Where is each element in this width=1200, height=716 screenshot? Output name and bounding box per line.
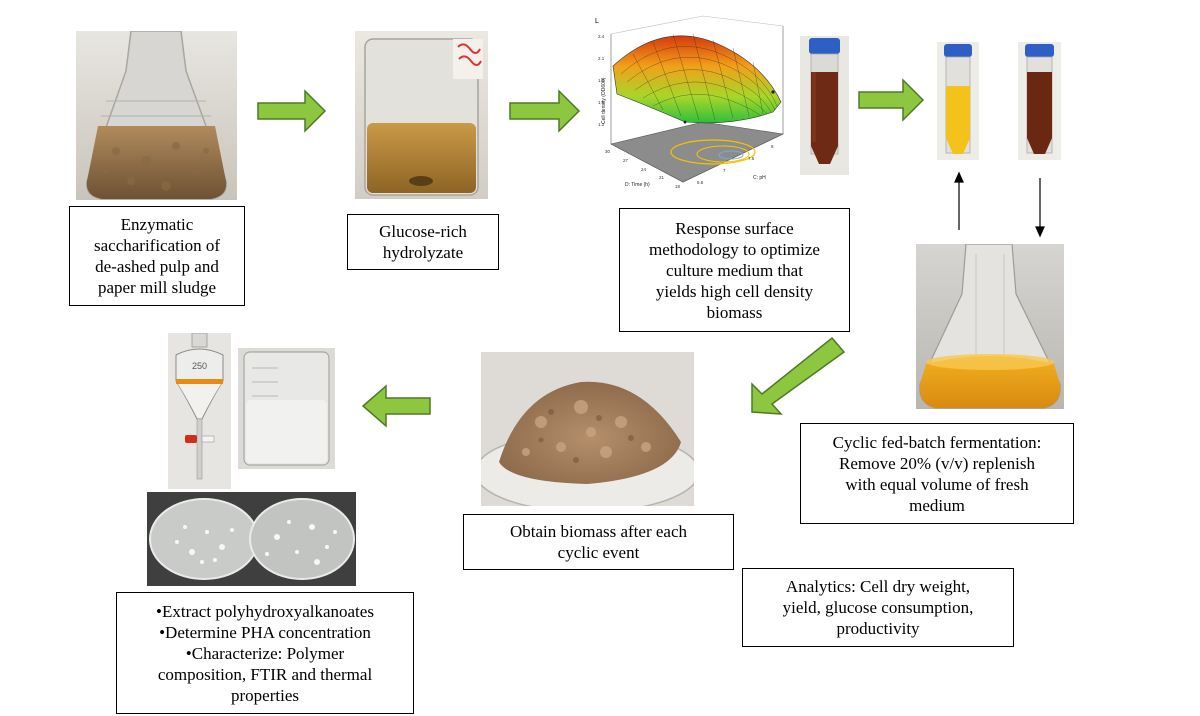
arrow-right-1: [257, 89, 327, 133]
thin-arrow-up: [954, 171, 964, 230]
z-tick: 1.8: [598, 78, 605, 83]
y-axis-label: C: pH: [753, 175, 766, 181]
hydrolyzate-step-box: Glucose-rich hydrolyzate: [347, 214, 499, 270]
solvent-beaker-photo: [238, 348, 335, 469]
y-tick: 7.5: [748, 156, 755, 161]
arrow-left: [361, 384, 431, 428]
culture-tube-photo-2: [1018, 42, 1061, 160]
extraction-step-text: •Extract polyhydroxyalkanoates •Determin…: [156, 601, 374, 705]
y-tick: 6.5: [697, 180, 704, 185]
rsm-step-text: Response surface methodology to optimize…: [649, 218, 820, 322]
separatory-funnel-photo: 250: [168, 333, 231, 489]
z-tick: 1.2: [598, 122, 605, 127]
analytics-step-text: Analytics: Cell dry weight, yield, gluco…: [782, 577, 974, 638]
fedbatch-step-box: Cyclic fed-batch fermentation: Remove 20…: [800, 423, 1074, 524]
analytics-step-box: Analytics: Cell dry weight, yield, gluco…: [742, 568, 1014, 647]
x-tick: 30: [605, 149, 611, 154]
thin-arrow-down: [1035, 178, 1045, 238]
arrow-right-2: [509, 89, 581, 133]
x-axis-label: D: Time (h): [625, 182, 650, 188]
y-tick: 7: [723, 168, 726, 173]
biomass-step-box: Obtain biomass after each cyclic event: [463, 514, 734, 570]
extraction-step-box: •Extract polyhydroxyalkanoates •Determin…: [116, 592, 414, 714]
saccharification-step-box: Enzymatic saccharification of de-ashed p…: [69, 206, 245, 306]
z-axis-label: Cell density (OD600): [601, 77, 607, 124]
response-surface-plot: L Cell density (OD600) 2.4 2.1 1.8 1.5 1…: [593, 14, 789, 192]
x-tick: 18: [675, 184, 681, 189]
y-tick: 8: [771, 144, 774, 149]
z-tick: 2.1: [598, 56, 605, 61]
x-tick: 24: [641, 167, 647, 172]
fermentation-flask-photo: [916, 244, 1064, 409]
x-tick: 21: [659, 175, 665, 180]
culture-tube-photo: [800, 36, 849, 175]
panel-letter: L: [595, 18, 599, 25]
hydrolyzate-step-text: Glucose-rich hydrolyzate: [379, 222, 467, 262]
fedbatch-step-text: Cyclic fed-batch fermentation: Remove 20…: [832, 432, 1042, 515]
biomass-photo: [481, 352, 694, 506]
hydrolyzate-beaker-photo: [355, 31, 488, 199]
z-tick: 1.5: [598, 100, 605, 105]
medium-tube-photo: [937, 42, 979, 160]
pha-film-petri-photo: [147, 492, 356, 586]
arrow-right-3: [858, 78, 925, 122]
saccharification-step-text: Enzymatic saccharification of de-ashed p…: [93, 215, 220, 297]
flask-volume-label: 250: [192, 361, 207, 371]
rsm-step-box: Response surface methodology to optimize…: [619, 208, 850, 332]
z-tick: 2.4: [598, 34, 605, 39]
sludge-flask-photo: [76, 31, 237, 200]
x-tick: 27: [623, 158, 629, 163]
biomass-step-text: Obtain biomass after each cyclic event: [509, 522, 687, 562]
arrow-diagonal-down-left: [751, 336, 846, 415]
